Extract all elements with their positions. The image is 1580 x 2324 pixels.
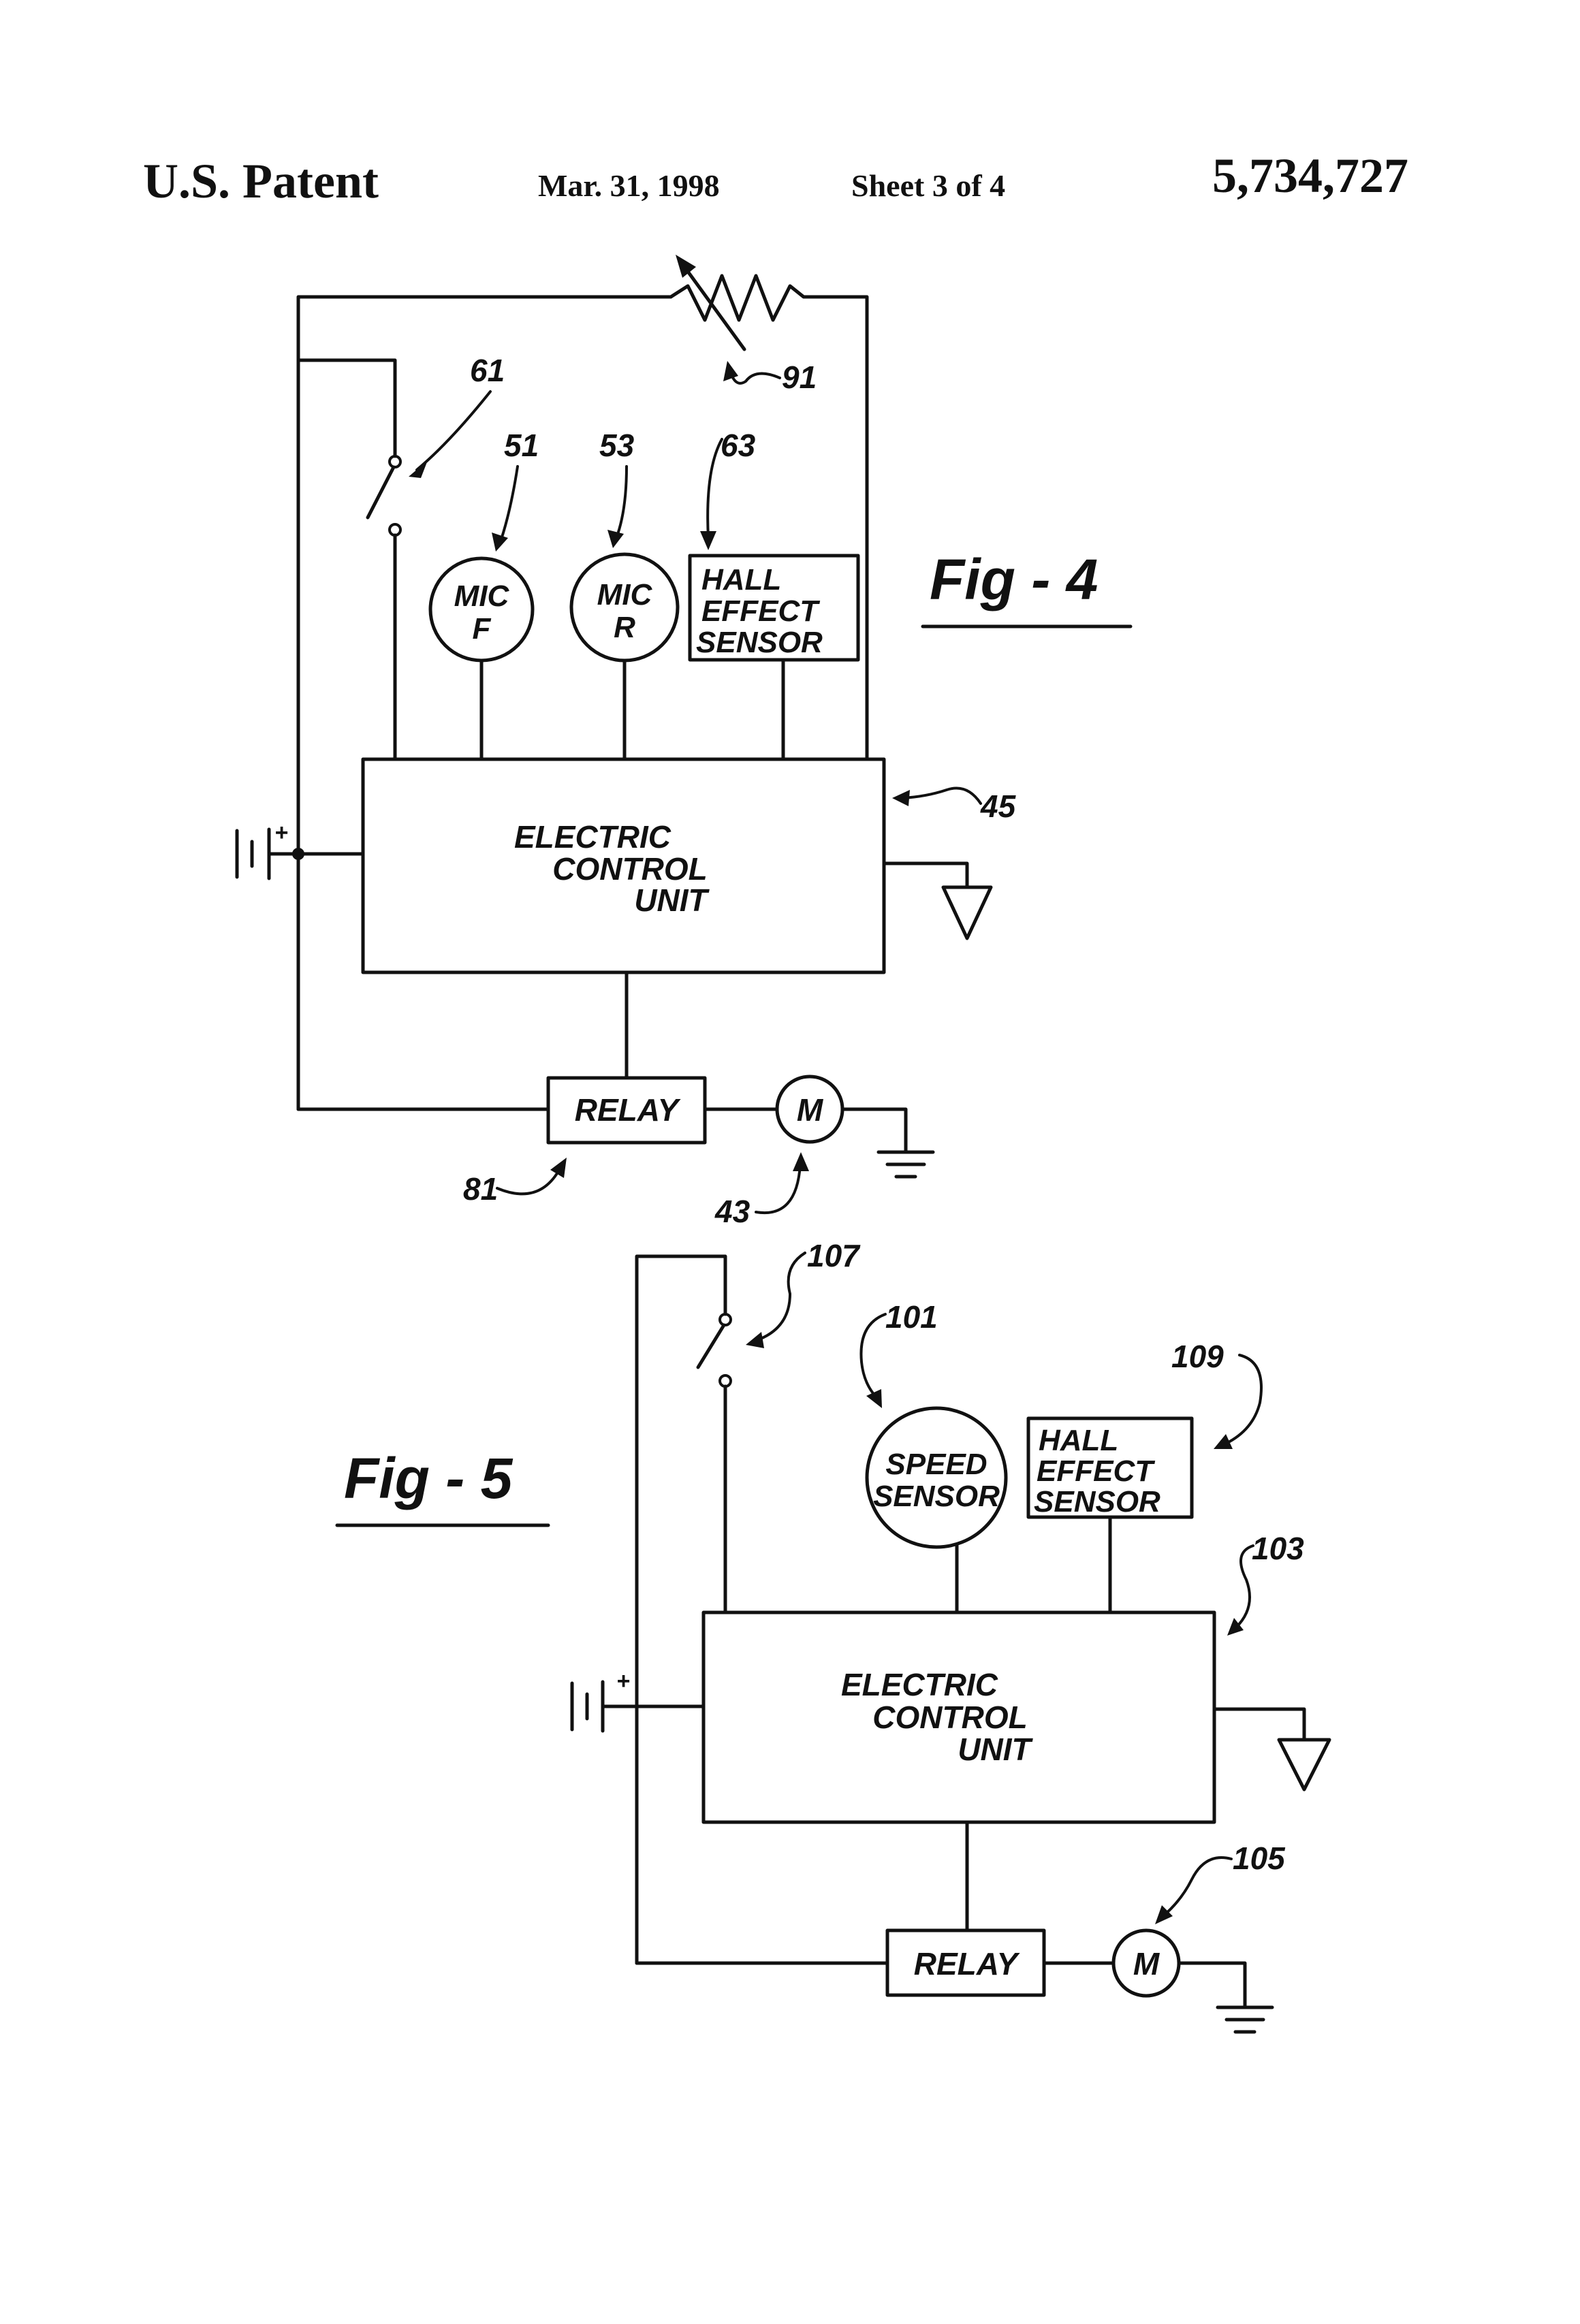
fig5-chassis-ground bbox=[1277, 1738, 1331, 1792]
fig5-arrowhead-101 bbox=[866, 1389, 882, 1408]
fig4-leader-91 bbox=[729, 370, 781, 385]
fig5-battery-plus: + bbox=[616, 1668, 630, 1694]
fig5-hall-label-line1: HALL bbox=[1039, 1424, 1118, 1457]
fig4-leader-61 bbox=[415, 390, 492, 471]
fig5-arrowhead-107 bbox=[746, 1332, 764, 1348]
fig5-switch-blade bbox=[696, 1323, 726, 1369]
fig4-title: Fig - 4 bbox=[930, 547, 1098, 611]
fig4-ecu bbox=[361, 757, 886, 974]
fig4-chassis-ground bbox=[941, 885, 993, 940]
fig4-arrowhead-53 bbox=[607, 530, 624, 548]
fig4-ref-43: 43 bbox=[714, 1194, 750, 1229]
fig5-ecu bbox=[701, 1610, 1216, 1824]
fig4-arrowhead-45 bbox=[892, 790, 910, 806]
fig4-ecu-label-line1: ELECTRIC bbox=[514, 819, 672, 855]
fig5-arrowhead-103 bbox=[1227, 1618, 1244, 1636]
fig4-ref-53: 53 bbox=[599, 428, 635, 463]
fig4-mic-r-label: MIC bbox=[597, 578, 653, 611]
fig4-junction-dot bbox=[292, 848, 304, 860]
fig4-hall-label-line2: EFFECT bbox=[701, 594, 820, 628]
fig4-arrowhead-81 bbox=[550, 1158, 567, 1178]
fig4-battery-plus: + bbox=[274, 820, 288, 846]
figure-4: MIC F MIC R HALL EFFECT SENSOR ELECTRIC … bbox=[235, 255, 1133, 1229]
patent-number: 5,734,727 bbox=[1212, 148, 1408, 203]
fig4-ref-91: 91 bbox=[782, 360, 817, 395]
fig4-leader-45 bbox=[901, 786, 982, 805]
fig4-ref-61: 61 bbox=[470, 353, 505, 388]
fig4-arrowhead-51 bbox=[492, 532, 508, 552]
fig5-ref-109: 109 bbox=[1171, 1339, 1224, 1374]
fig4-relay-label: RELAY bbox=[575, 1092, 682, 1128]
fig4-ecu-label-line2: CONTROL bbox=[552, 851, 707, 887]
fig5-ground-wire bbox=[1212, 1707, 1306, 1742]
fig5-ref-105: 105 bbox=[1233, 1841, 1286, 1876]
fig5-arrowhead-105 bbox=[1155, 1905, 1173, 1924]
fig4-hall-label-line3: SENSOR bbox=[696, 626, 823, 659]
fig4-ecu-label-line3: UNIT bbox=[634, 882, 710, 918]
fig4-mic-f-sublabel: F bbox=[473, 612, 492, 646]
fig5-speed-label-line2: SENSOR bbox=[873, 1480, 1000, 1513]
fig4-ref-81: 81 bbox=[463, 1171, 498, 1207]
fig4-mic-f-label: MIC bbox=[454, 579, 510, 613]
fig4-switch-blade bbox=[366, 465, 396, 520]
fig4-hall-sensor bbox=[688, 554, 860, 662]
fig5-arrowhead-109 bbox=[1214, 1434, 1233, 1449]
fig5-leader-101 bbox=[859, 1313, 887, 1397]
fig4-arrowhead-63 bbox=[700, 531, 716, 550]
fig4-motor-ground-wire bbox=[840, 1107, 908, 1154]
fig5-title: Fig - 5 bbox=[344, 1446, 514, 1510]
patent-date: Mar. 31, 1998 bbox=[538, 168, 720, 203]
fig4-arrowhead-43 bbox=[793, 1152, 809, 1171]
fig4-switch-wire bbox=[296, 358, 397, 458]
fig5-speed-label-line1: SPEED bbox=[885, 1448, 987, 1481]
fig4-leader-53 bbox=[615, 465, 628, 539]
sheet-number: Sheet 3 of 4 bbox=[851, 168, 1005, 203]
fig5-leader-107 bbox=[756, 1252, 806, 1341]
fig5-hall-label-line2: EFFECT bbox=[1037, 1454, 1155, 1488]
fig5-ref-107: 107 bbox=[807, 1238, 861, 1273]
fig5-ecu-label-line2: CONTROL bbox=[872, 1700, 1027, 1735]
fig4-ground-wire bbox=[882, 861, 969, 889]
fig4-left-bus-wire bbox=[296, 295, 673, 1111]
fig5-ref-101: 101 bbox=[885, 1299, 938, 1335]
fig4-resistor-variable-arrow bbox=[679, 260, 746, 351]
fig5-motor-label: M bbox=[1133, 1946, 1160, 1981]
fig4-ref-45: 45 bbox=[980, 789, 1017, 824]
fig5-motor-ground-wire bbox=[1177, 1961, 1247, 2009]
fig4-leader-63 bbox=[706, 438, 723, 539]
fig5-leader-105 bbox=[1163, 1856, 1233, 1916]
fig5-relay-label: RELAY bbox=[914, 1946, 1021, 1981]
fig5-ecu-label-line1: ELECTRIC bbox=[841, 1667, 998, 1702]
fig4-leader-51 bbox=[499, 465, 519, 543]
fig5-ecu-label-line3: UNIT bbox=[958, 1732, 1033, 1767]
fig4-leader-43 bbox=[755, 1163, 802, 1215]
fig5-ref-103: 103 bbox=[1252, 1531, 1304, 1566]
fig4-arrowhead-91 bbox=[723, 361, 738, 381]
fig5-leader-109 bbox=[1224, 1354, 1263, 1445]
patent-label: U.S. Patent bbox=[143, 154, 379, 208]
fig4-motor-label: M bbox=[797, 1092, 824, 1128]
fig4-resistor bbox=[669, 274, 869, 761]
fig5-leader-103 bbox=[1235, 1544, 1254, 1629]
fig5-left-bus-wire bbox=[635, 1254, 727, 1965]
fig4-hall-label-line1: HALL bbox=[701, 563, 781, 596]
fig4-mic-r-sublabel: R bbox=[614, 611, 635, 644]
fig4-leader-81 bbox=[496, 1170, 560, 1196]
fig5-hall-label-line3: SENSOR bbox=[1034, 1485, 1160, 1518]
fig4-arrowhead-61 bbox=[409, 460, 428, 478]
fig4-ref-63: 63 bbox=[721, 428, 756, 463]
fig4-resistor-arrowhead bbox=[676, 255, 696, 278]
fig5-speed-sensor bbox=[865, 1406, 1008, 1549]
figure-5: Fig - 5 SPEED SENSOR HALL EFFECT SENSOR … bbox=[335, 1238, 1331, 2034]
fig4-ref-51: 51 bbox=[504, 428, 539, 463]
